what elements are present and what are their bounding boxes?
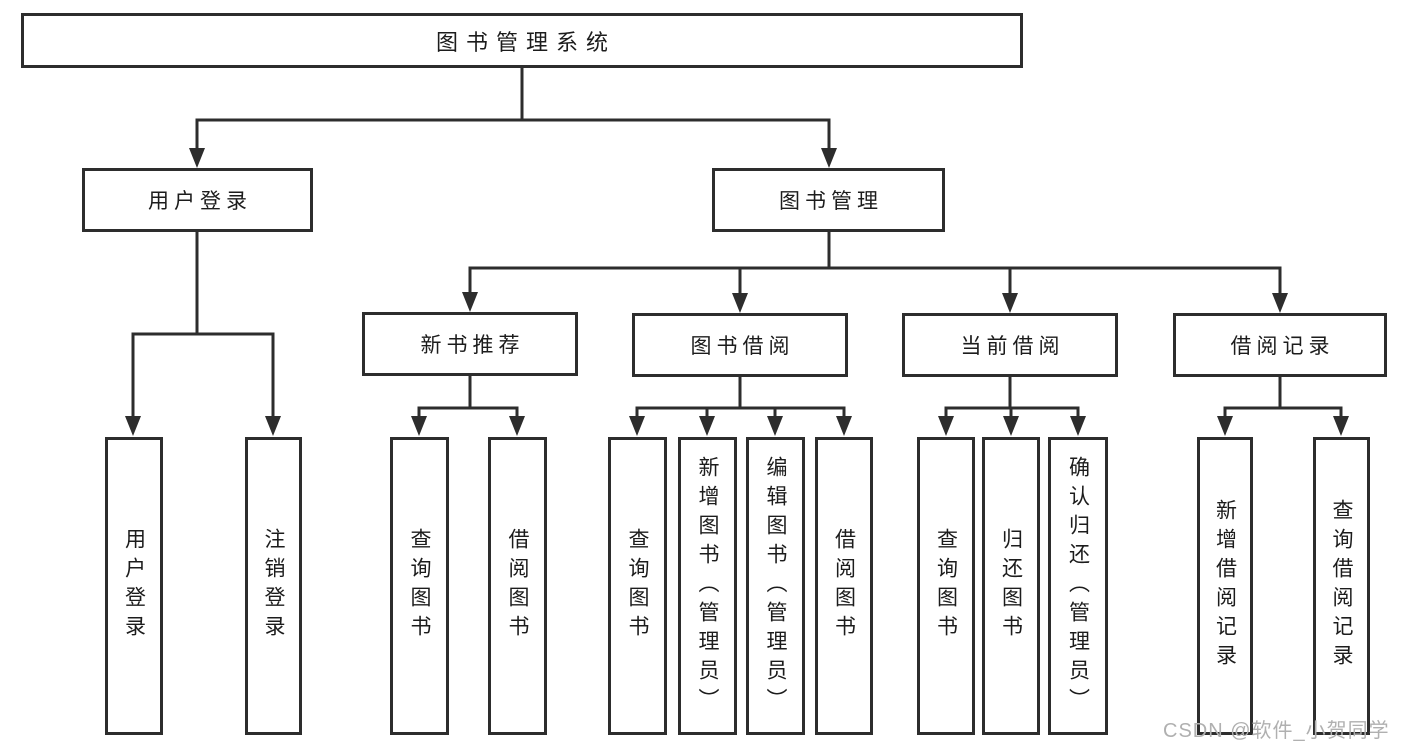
- arrow-down-icon: [1272, 293, 1288, 313]
- arrow-down-icon: [767, 416, 783, 436]
- arrow-down-icon: [265, 416, 281, 436]
- leaf-br-add-record: 新增借阅记录: [1197, 437, 1253, 735]
- arrow-down-icon: [189, 148, 205, 168]
- leaf-logout: 注销登录: [245, 437, 302, 735]
- arrow-down-icon: [732, 293, 748, 313]
- node-book-management: 图书管理: [712, 168, 945, 232]
- leaf-bb-add-books-admin: 新增图书（管理员）: [678, 437, 737, 735]
- arrow-down-icon: [1217, 416, 1233, 436]
- arrow-down-icon: [836, 416, 852, 436]
- leaf-bb-borrow-books: 借阅图书: [815, 437, 873, 735]
- arrow-down-icon: [1070, 416, 1086, 436]
- leaf-cb-query-books: 查询图书: [917, 437, 975, 735]
- leaf-bb-query-books: 查询图书: [608, 437, 667, 735]
- arrow-down-icon: [1002, 293, 1018, 313]
- leaf-bb-edit-books-admin: 编辑图书（管理员）: [746, 437, 805, 735]
- node-borrow-records: 借阅记录: [1173, 313, 1387, 377]
- connector-lines: [131, 68, 1343, 419]
- leaf-br-query-record: 查询借阅记录: [1313, 437, 1370, 735]
- node-book-borrowing: 图书借阅: [632, 313, 848, 377]
- arrow-down-icon: [1003, 416, 1019, 436]
- arrow-down-icon: [699, 416, 715, 436]
- arrow-down-icon: [411, 416, 427, 436]
- arrow-down-icon: [509, 416, 525, 436]
- node-root-system: 图书管理系统: [21, 13, 1023, 68]
- leaf-rec-borrow-books: 借阅图书: [488, 437, 547, 735]
- arrow-down-icon: [629, 416, 645, 436]
- arrow-down-icon: [1333, 416, 1349, 436]
- node-current-borrowing: 当前借阅: [902, 313, 1118, 377]
- leaf-cb-confirm-return-admin: 确认归还（管理员）: [1048, 437, 1108, 735]
- leaf-user-login: 用户登录: [105, 437, 163, 735]
- arrow-down-icon: [821, 148, 837, 168]
- node-user-login: 用户登录: [82, 168, 313, 232]
- arrow-down-icon: [938, 416, 954, 436]
- arrow-down-icon: [125, 416, 141, 436]
- leaf-rec-query-books: 查询图书: [390, 437, 449, 735]
- arrow-down-icon: [462, 292, 478, 312]
- node-new-book-recommend: 新书推荐: [362, 312, 578, 376]
- csdn-watermark: CSDN @软件_小贺同学: [1163, 720, 1390, 742]
- leaf-cb-return-books: 归还图书: [982, 437, 1040, 735]
